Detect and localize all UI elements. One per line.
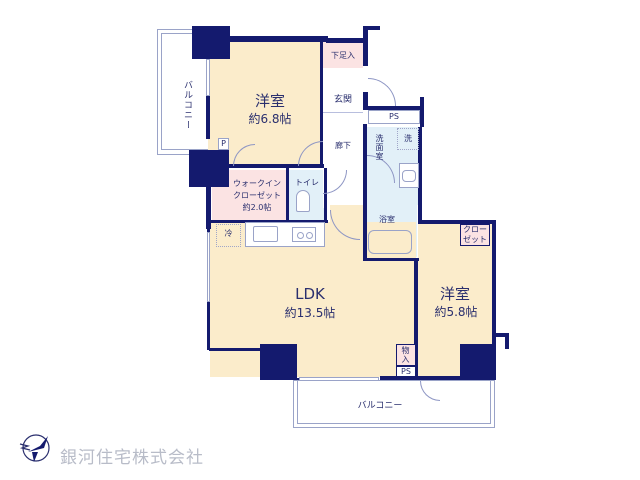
kitchen-sink-icon	[253, 226, 278, 242]
western-room-1-area: 約6.8帖	[248, 112, 292, 126]
entrance-label: 玄関	[333, 95, 352, 105]
stove-icon	[292, 227, 316, 242]
room-ps-top	[368, 110, 420, 124]
window-left-balcony	[206, 59, 210, 96]
wall-left-upper	[206, 59, 210, 139]
pipe-space-p-label: P	[221, 139, 226, 148]
balcony-bottom	[293, 380, 495, 428]
western-room-1-name: 洋室	[254, 92, 285, 110]
ps-bottom-label: PS	[401, 367, 411, 376]
company-name: 銀河住宅株式会社	[60, 448, 204, 468]
bathtub-icon	[368, 230, 412, 254]
toilet-icon	[296, 190, 310, 212]
wall-pillar-bottom-left	[260, 344, 297, 380]
washroom-label: 洗面室	[375, 134, 384, 161]
wall-pillar-mid-left	[189, 150, 229, 187]
ldk-name: LDK	[295, 285, 325, 303]
ps-top-label: PS	[389, 112, 399, 121]
ldk-area: 約13.5帖	[284, 306, 336, 320]
balcony-bottom-label: バルコニー	[357, 401, 403, 411]
room-storage	[396, 344, 416, 366]
bathroom-label: 浴室	[379, 215, 395, 224]
western-room-2-area: 約5.8帖	[434, 305, 478, 319]
window-ldk-left	[207, 232, 210, 302]
pipe-space-p	[218, 138, 229, 150]
walk-in-closet-label: ウォークイン クローゼット 約2.0帖	[233, 179, 281, 212]
hallway-label: 廊下	[335, 141, 351, 150]
room-ps-bottom	[396, 366, 416, 377]
fridge-space	[216, 224, 241, 247]
room-hallway	[323, 112, 363, 208]
room-entrance	[323, 68, 363, 108]
door-entrance[interactable]	[368, 78, 396, 106]
toilet-label: トイレ	[295, 178, 319, 187]
storage-label: 物入	[401, 346, 410, 364]
bird-logo-icon	[14, 430, 54, 466]
balcony-left-label: バルコニー	[182, 80, 192, 130]
room-shoe-storage	[323, 42, 363, 68]
room-closet	[460, 224, 490, 246]
fridge-label: 冷	[224, 229, 233, 238]
wall-pillar-top-left	[192, 26, 230, 59]
washer-label: 洗	[404, 134, 412, 143]
wall-pillar-bottom-right	[460, 344, 496, 380]
shoe-storage-label: 下足入	[331, 51, 355, 60]
room-ldk	[210, 222, 416, 377]
washer-space	[397, 128, 419, 150]
closet-label: クロー ゼット	[463, 225, 487, 244]
western-room-2-name: 洋室	[439, 285, 470, 303]
